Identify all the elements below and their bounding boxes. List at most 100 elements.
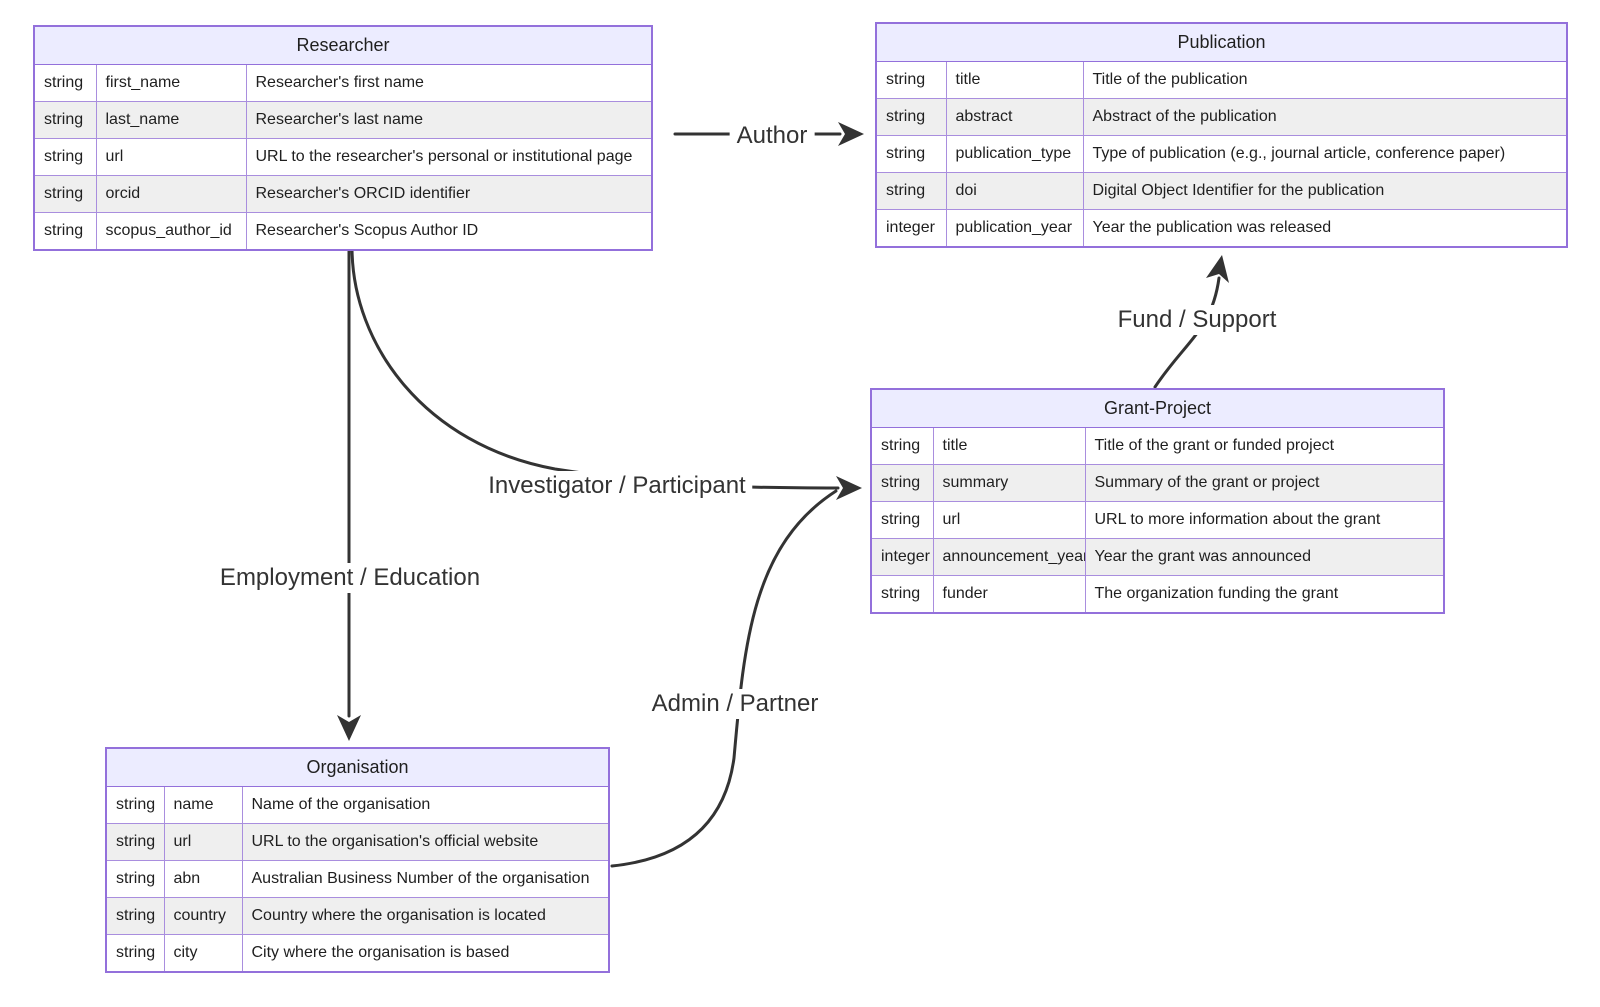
attr-desc: URL to more information about the grant — [1084, 501, 1445, 539]
attr-type: string — [870, 427, 934, 465]
attr-desc: Researcher's first name — [245, 64, 653, 102]
attr-desc: Year the publication was released — [1082, 209, 1568, 248]
attr-desc: Title of the grant or funded project — [1084, 427, 1445, 465]
arrowhead-employment-education — [337, 715, 361, 741]
arrowhead-fund-support — [1206, 255, 1229, 283]
attr-type: integer — [870, 538, 934, 576]
attr-type: string — [105, 934, 165, 973]
attr-name: title — [945, 61, 1084, 99]
attr-type: string — [870, 575, 934, 614]
attr-name: announcement_year — [932, 538, 1086, 576]
attr-type: string — [33, 138, 97, 176]
attr-desc: City where the organisation is based — [241, 934, 610, 973]
attr-type: string — [33, 101, 97, 139]
attr-name: country — [163, 897, 243, 935]
attr-name: doi — [945, 172, 1084, 210]
edge-label-author: Author — [729, 121, 815, 151]
attr-type: string — [870, 501, 934, 539]
edge-label-admin-partner: Admin / Partner — [644, 689, 826, 719]
attr-name: publication_type — [945, 135, 1084, 173]
attr-desc: Researcher's ORCID identifier — [245, 175, 653, 213]
edge-investigator-participant — [350, 245, 840, 490]
attr-desc: Summary of the grant or project — [1084, 464, 1445, 502]
attr-desc: Abstract of the publication — [1082, 98, 1568, 136]
arrowhead-author — [838, 122, 864, 146]
attr-desc: Researcher's last name — [245, 101, 653, 139]
attr-desc: Researcher's Scopus Author ID — [245, 212, 653, 251]
edge-fund-support — [1153, 276, 1221, 389]
attr-name: title — [932, 427, 1086, 465]
attr-name: orcid — [95, 175, 247, 213]
attr-name: url — [932, 501, 1086, 539]
edge-label-fund-support: Fund / Support — [1110, 305, 1284, 335]
arrowhead-investigator-participant — [836, 476, 862, 500]
attr-name: publication_year — [945, 209, 1084, 248]
entity-title-publication: Publication — [875, 22, 1568, 62]
attr-desc: Title of the publication — [1082, 61, 1568, 99]
attr-name: abn — [163, 860, 243, 898]
entity-header-row: Publication — [875, 22, 1568, 62]
attr-type: string — [33, 212, 97, 251]
attr-desc: Type of publication (e.g., journal artic… — [1082, 135, 1568, 173]
attr-type: string — [870, 464, 934, 502]
attr-type: string — [33, 64, 97, 102]
entity-header-row: Researcher — [33, 25, 653, 65]
attr-type: string — [105, 823, 165, 861]
attr-name: url — [163, 823, 243, 861]
attr-type: string — [105, 786, 165, 824]
entity-header-row: Grant-Project — [870, 388, 1445, 428]
attr-desc: Name of the organisation — [241, 786, 610, 824]
attr-name: city — [163, 934, 243, 973]
attr-desc: Australian Business Number of the organi… — [241, 860, 610, 898]
attr-type: string — [875, 172, 947, 210]
attr-name: first_name — [95, 64, 247, 102]
edge-label-investigator-participant: Investigator / Participant — [481, 471, 753, 501]
attr-name: name — [163, 786, 243, 824]
attr-type: string — [875, 98, 947, 136]
attr-name: scopus_author_id — [95, 212, 247, 251]
attr-desc: Year the grant was announced — [1084, 538, 1445, 576]
attr-desc: URL to the organisation's official websi… — [241, 823, 610, 861]
entity-title-researcher: Researcher — [33, 25, 653, 65]
edge-label-employment-education: Employment / Education — [212, 563, 488, 593]
attr-type: integer — [875, 209, 947, 248]
attr-type: string — [105, 860, 165, 898]
edge-admin-partner — [610, 489, 838, 868]
attr-name: last_name — [95, 101, 247, 139]
attr-type: string — [105, 897, 165, 935]
attr-desc: Country where the organisation is locate… — [241, 897, 610, 935]
entity-header-row: Organisation — [105, 747, 610, 787]
attr-name: funder — [932, 575, 1086, 614]
attr-desc: Digital Object Identifier for the public… — [1082, 172, 1568, 210]
attr-name: abstract — [945, 98, 1084, 136]
attr-type: string — [33, 175, 97, 213]
attr-name: url — [95, 138, 247, 176]
attr-desc: The organization funding the grant — [1084, 575, 1445, 614]
